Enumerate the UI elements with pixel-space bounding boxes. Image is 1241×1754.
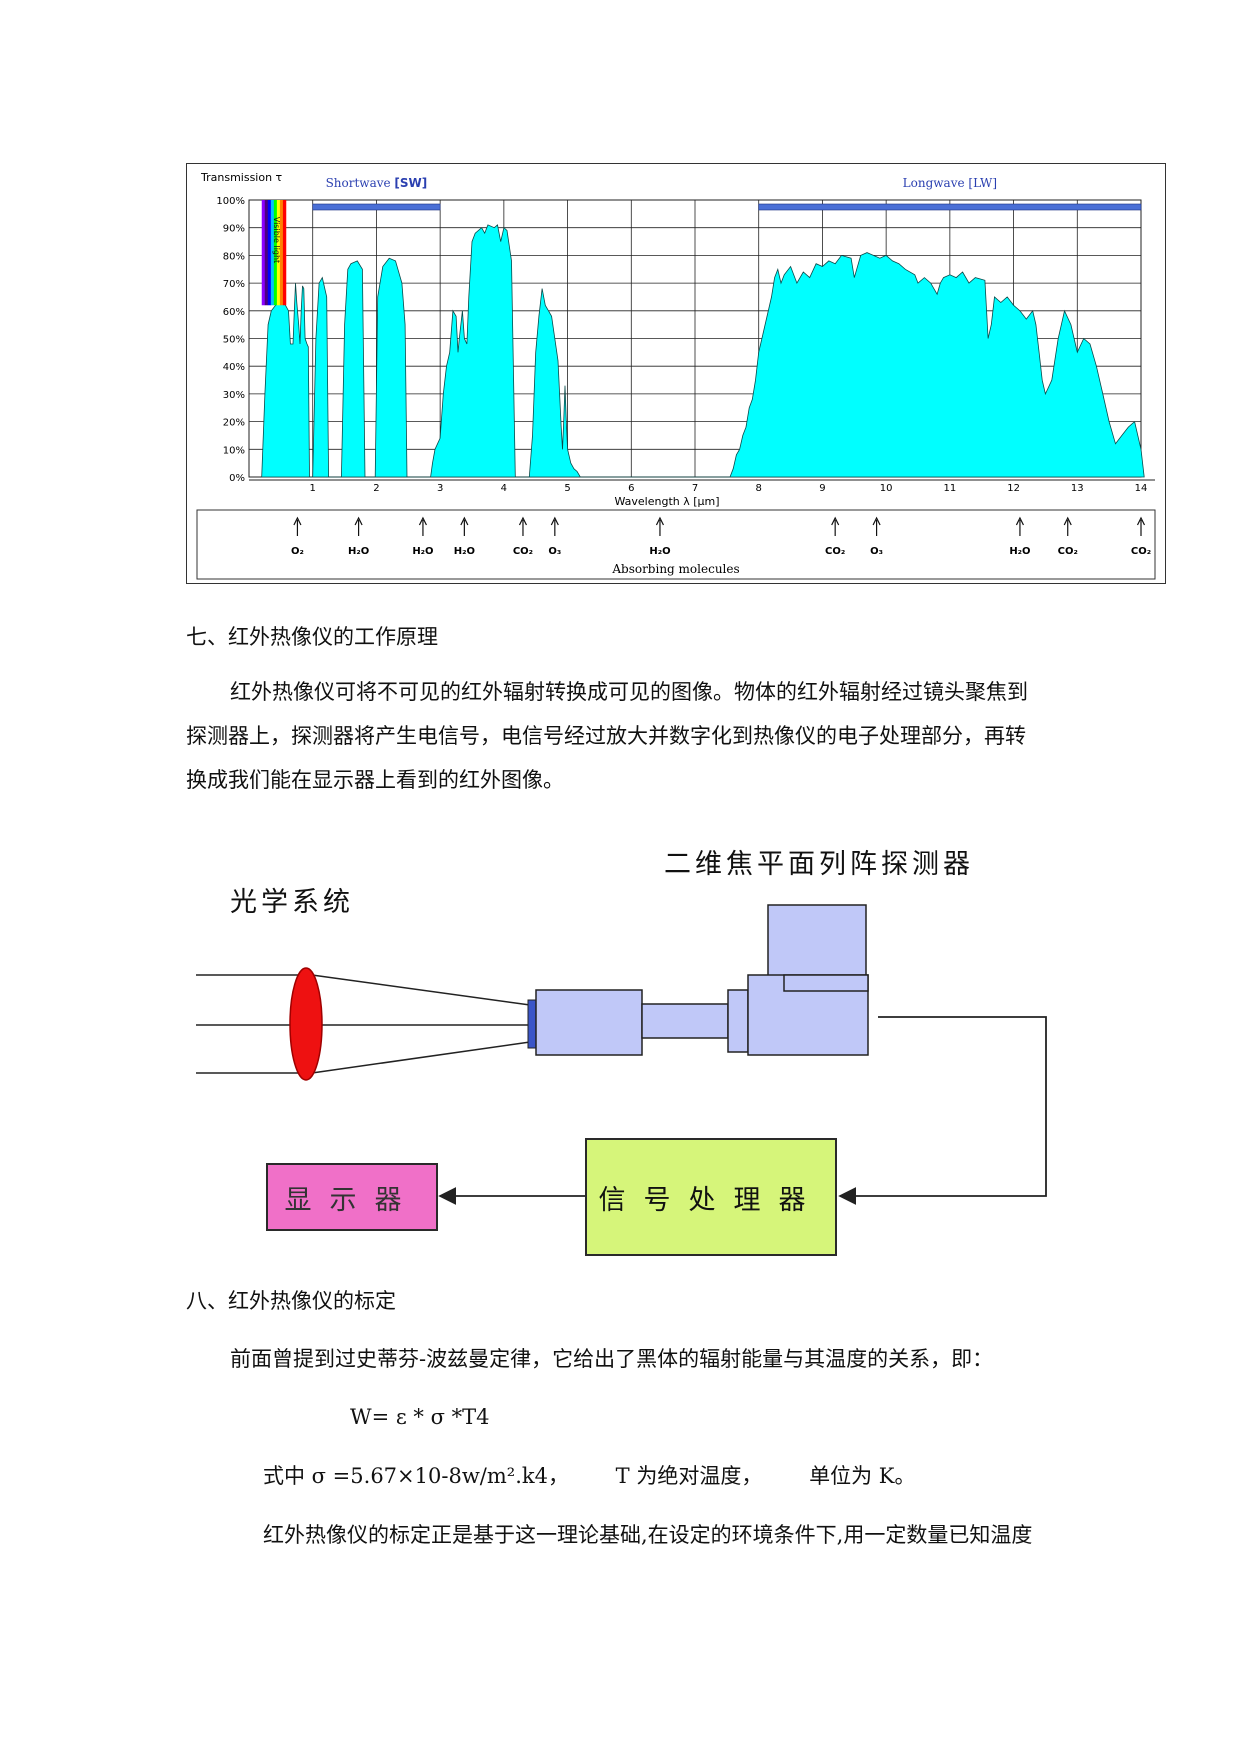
molecule-label: H₂O	[412, 546, 433, 557]
band-bars: Visible light Shortwave [SW] Longwave [LW]	[261, 176, 1142, 306]
detector-slot	[783, 974, 869, 992]
section7-line3: 换成我们能在显示器上看到的红外图像。	[186, 768, 564, 792]
detector-label: 二维焦平面列阵探测器	[664, 849, 974, 880]
section7-line2: 探测器上，探测器将产生电信号，电信号经过放大并数字化到热像仪的电子处理部分，再转	[186, 724, 1026, 748]
optics-label: 光学系统	[230, 887, 354, 918]
molecule-arrowhead	[293, 516, 302, 526]
y-tick-label: 0%	[229, 473, 245, 484]
x-tick-label: 3	[437, 483, 443, 494]
molecule-label: O₃	[548, 546, 561, 557]
dewar-top	[767, 904, 867, 986]
molecule-markers: O₂ H₂O H₂O H₂O CO₂ O₃ H₂O CO₂ O₃ H₂O CO₂ CO₂	[291, 516, 1151, 557]
transmission-figure: Visible light Shortwave [SW] Longwave [LW]…	[186, 163, 1166, 584]
visible-band-stripe	[264, 200, 269, 306]
visible-band-label: Visible light	[272, 217, 281, 263]
signal-processor-label: 信号处理器	[598, 1184, 824, 1216]
lens-icon	[289, 967, 323, 1081]
x-tick-label: 8	[756, 483, 762, 494]
molecule-label: CO₂	[825, 546, 845, 557]
formula: W= ε * σ *T4	[350, 1405, 490, 1429]
molecule-label: O₃	[870, 546, 883, 557]
visible-band-stripe	[273, 200, 278, 306]
x-tick-label: 6	[628, 483, 634, 494]
x-tick-label: 1	[310, 483, 316, 494]
molecule-label: CO₂	[1131, 546, 1151, 557]
section8-heading: 八、红外热像仪的标定	[186, 1289, 396, 1313]
visible-band-stripe	[261, 200, 266, 306]
visible-band-stripe	[270, 200, 275, 306]
detector-neck	[641, 1003, 729, 1039]
visible-band-stripe	[279, 200, 284, 306]
molecules-panel	[196, 509, 1156, 580]
transmission-series	[261, 224, 1145, 478]
y-tick-label: 20%	[223, 418, 245, 429]
x-tick-label: 14	[1135, 483, 1148, 494]
detector-window	[527, 999, 537, 1049]
visible-band-stripe	[276, 200, 281, 306]
molecule-arrowhead	[518, 516, 528, 526]
signal-line	[838, 1016, 1047, 1205]
converging-ray-top	[311, 974, 531, 1006]
y-tick-label: 40%	[223, 362, 245, 373]
molecule-arrowhead	[1063, 516, 1072, 526]
molecule-arrowhead	[655, 516, 664, 526]
molecule-arrowhead	[1136, 516, 1146, 526]
section8-line3: 红外热像仪的标定正是基于这一理论基础,在设定的环境条件下,用一定数量已知温度	[263, 1523, 1033, 1547]
y-tick-label: 80%	[223, 251, 245, 262]
x-tick-label: 2	[373, 483, 379, 494]
y-tick-label: 10%	[223, 445, 245, 456]
x-tick-label: 13	[1071, 483, 1084, 494]
molecule-arrowhead	[550, 516, 559, 526]
molecule-label: H₂O	[454, 546, 475, 557]
x-tick-label: 11	[943, 483, 956, 494]
section8-line1: 前面曾提到过史蒂芬-波兹曼定律，它给出了黑体的辐射能量与其温度的关系，即：	[230, 1347, 994, 1371]
molecule-label: CO₂	[1058, 546, 1078, 557]
molecule-arrowhead	[831, 516, 840, 526]
absorbing-molecules-label: Absorbing molecules	[611, 562, 739, 576]
x-tick-label: 12	[1007, 483, 1020, 494]
converging-ray-bottom	[311, 1041, 531, 1074]
molecule-arrowhead	[1015, 516, 1024, 526]
x-tick-label: 5	[564, 483, 570, 494]
y-tick-label: 90%	[223, 224, 245, 235]
detector-flange	[727, 989, 749, 1053]
molecule-arrowhead	[418, 516, 427, 526]
y-tick-label: 60%	[223, 307, 245, 318]
display-box: 显示器	[266, 1163, 438, 1231]
section7-heading: 七、红外热像仪的工作原理	[186, 625, 438, 649]
molecule-label: H₂O	[649, 546, 670, 557]
section8-line2: 式中 σ =5.67×10-8w/m².k4， T 为绝对温度， 单位为 K。	[263, 1464, 916, 1488]
molecule-label: H₂O	[348, 546, 369, 557]
y-tick-label: 50%	[223, 335, 245, 346]
section7-line1: 红外热像仪可将不可见的红外辐射转换成可见的图像。物体的红外辐射经过镜头聚焦到	[230, 680, 1028, 704]
y-tick-label: 100%	[216, 196, 245, 207]
molecule-label: H₂O	[1009, 546, 1030, 557]
transmission-chart: Visible light Shortwave [SW] Longwave [LW]…	[196, 171, 1156, 580]
y-axis-title: Transmission τ	[200, 171, 283, 184]
system-diagram	[196, 904, 1047, 1205]
molecule-label: O₂	[291, 546, 304, 557]
visible-band-stripe	[267, 200, 272, 306]
x-tick-label: 4	[501, 483, 507, 494]
band-bar	[758, 203, 1142, 211]
molecule-arrowhead	[354, 516, 363, 526]
x-axis-title: Wavelength λ [µm]	[614, 495, 719, 508]
detector-lens-housing	[535, 989, 643, 1056]
molecule-arrowhead	[460, 516, 469, 526]
x-tick-label: 7	[692, 483, 698, 494]
molecule-arrowhead	[872, 516, 881, 526]
band-label: Shortwave [SW]	[326, 176, 428, 190]
x-tick-label: 9	[819, 483, 825, 494]
signal-processor-box: 信号处理器	[585, 1138, 837, 1256]
molecule-label: CO₂	[513, 546, 533, 557]
visible-band-stripe	[282, 200, 287, 306]
transmission-area	[261, 224, 1145, 478]
y-tick-label: 70%	[223, 279, 245, 290]
x-tick-label: 10	[880, 483, 893, 494]
band-bar	[312, 203, 441, 211]
band-label: Longwave [LW]	[903, 176, 997, 190]
y-tick-label: 30%	[223, 390, 245, 401]
display-label: 显示器	[284, 1184, 420, 1216]
